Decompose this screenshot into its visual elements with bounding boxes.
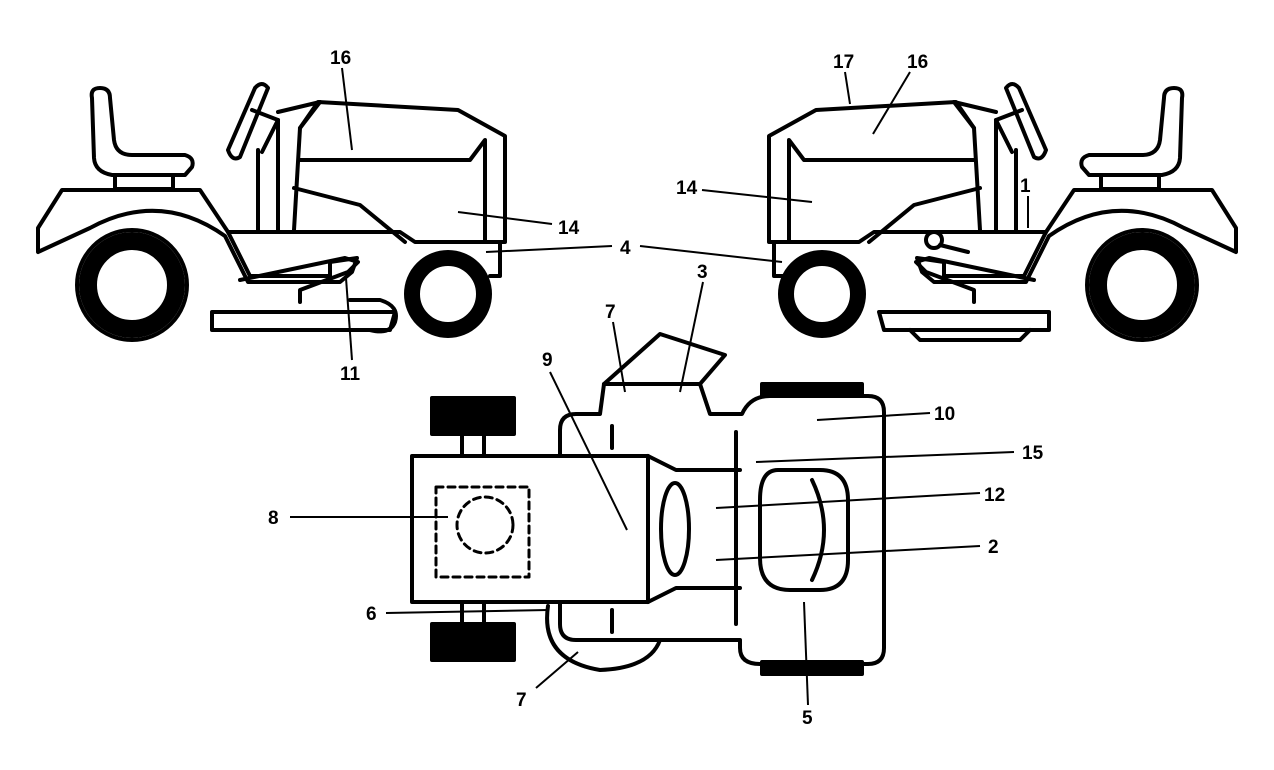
top-seat-dashed — [434, 485, 531, 579]
left-front-tire — [404, 250, 492, 338]
label-left-16: 16 — [330, 48, 351, 69]
left-rear-fender — [36, 188, 359, 284]
label-top-9: 9 — [542, 350, 553, 371]
leader-left-16 — [341, 67, 353, 151]
leader-right-14 — [701, 189, 813, 203]
label-top-12: 12 — [984, 485, 1005, 506]
leader-4-left — [485, 245, 613, 253]
right-frame — [772, 230, 1048, 278]
left-rear-tire — [79, 232, 185, 338]
left-deck — [210, 310, 397, 332]
right-seat-post — [1099, 173, 1161, 191]
label-top-7b: 7 — [516, 690, 527, 711]
leader-top-3 — [679, 281, 704, 393]
top-rear-axle — [460, 432, 486, 626]
label-right-17: 17 — [833, 52, 854, 73]
left-pedal — [238, 256, 360, 304]
right-seat — [1079, 86, 1185, 177]
right-rear-tire — [1089, 232, 1195, 338]
leader-top-2 — [715, 545, 981, 561]
leader-left-14 — [457, 211, 553, 225]
top-chute — [602, 332, 727, 386]
label-right-14: 14 — [676, 178, 698, 199]
left-rear-hub — [104, 258, 160, 314]
label-center-4: 4 — [620, 238, 631, 259]
top-seat-area — [410, 454, 650, 604]
top-seat-circle — [455, 495, 515, 555]
leader-top-10 — [816, 412, 931, 421]
leader-top-12 — [715, 492, 981, 509]
left-hood — [298, 100, 507, 244]
leader-4-right — [639, 245, 783, 263]
label-left-14: 14 — [558, 218, 580, 239]
leader-top-15 — [755, 451, 1015, 463]
label-top-3: 3 — [697, 262, 708, 283]
label-top-2: 2 — [988, 537, 999, 558]
right-pedal — [914, 256, 1036, 304]
label-left-11: 11 — [340, 364, 361, 385]
left-steering-wheel — [226, 82, 270, 161]
label-right-16: 16 — [907, 52, 928, 73]
leader-top-7a — [612, 321, 626, 393]
right-hood-lower — [867, 186, 982, 244]
leader-left-11 — [345, 277, 353, 361]
left-chute — [348, 298, 398, 334]
top-engine-curve — [810, 478, 826, 582]
right-rear-wheel — [1085, 228, 1199, 342]
label-top-6: 6 — [366, 604, 377, 625]
right-deck — [877, 310, 1051, 332]
top-bagger — [545, 604, 662, 672]
left-frame — [226, 230, 502, 278]
left-side-view — [36, 82, 507, 342]
top-engine-cover — [758, 468, 850, 592]
left-seat-post — [113, 173, 175, 191]
leader-right-17 — [844, 71, 851, 105]
right-deck-skirt — [908, 328, 1032, 342]
leader-lines — [290, 67, 1029, 706]
label-top-7a: 7 — [605, 302, 616, 323]
right-lever — [938, 243, 970, 254]
left-seat — [89, 86, 195, 177]
top-rear-tire-upper — [430, 396, 516, 436]
right-hood — [767, 100, 976, 244]
label-top-15: 15 — [1022, 443, 1044, 464]
label-top-8: 8 — [268, 508, 279, 529]
left-rear-wheel — [75, 228, 189, 342]
left-dash — [256, 100, 322, 232]
right-lever-knob — [924, 230, 944, 250]
right-dash — [952, 100, 1018, 232]
leader-top-5 — [803, 601, 809, 706]
right-front-tire — [778, 250, 866, 338]
label-right-1: 1 — [1020, 176, 1031, 197]
label-top-5: 5 — [802, 708, 813, 729]
leader-top-6 — [385, 609, 549, 614]
right-side-view — [767, 82, 1238, 342]
leader-top-7b — [535, 651, 579, 689]
leader-right-16 — [872, 71, 911, 135]
top-rear-tire-lower — [430, 622, 516, 662]
left-hood-lower — [292, 186, 407, 244]
top-steering-ellipse — [659, 481, 691, 577]
top-deck — [558, 382, 886, 666]
leader-top-9 — [549, 371, 628, 531]
label-top-10: 10 — [934, 404, 955, 425]
right-steering-wheel — [1004, 82, 1048, 161]
right-rear-fender — [915, 188, 1238, 284]
top-view — [410, 332, 886, 676]
callout-labels: 16 14 11 4 17 16 14 1 7 3 9 10 15 12 8 2… — [268, 48, 1044, 729]
top-hood-neck — [646, 454, 742, 604]
